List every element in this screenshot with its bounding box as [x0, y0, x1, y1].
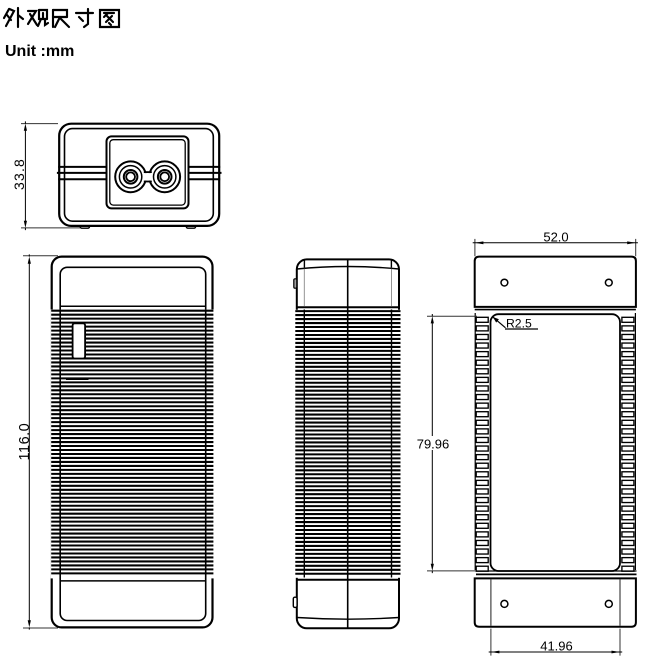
- svg-text:52.0: 52.0: [543, 230, 568, 245]
- svg-text:33.8: 33.8: [11, 158, 27, 190]
- svg-text:R2.5: R2.5: [506, 317, 532, 331]
- svg-text:41.96: 41.96: [540, 639, 573, 654]
- svg-text:Unit :mm: Unit :mm: [5, 43, 74, 60]
- svg-text:116.0: 116.0: [17, 423, 33, 461]
- svg-text:79.96: 79.96: [417, 437, 450, 452]
